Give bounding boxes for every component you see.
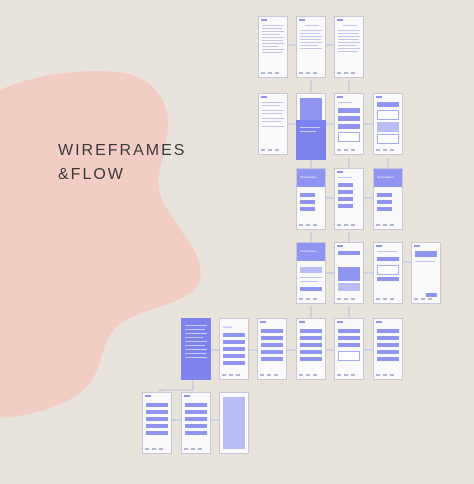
wireframe-screen-splash[interactable]: [296, 120, 326, 160]
board-title: WIREFRAMES &FLOW: [58, 139, 186, 187]
wireframe-screen[interactable]: [373, 318, 403, 380]
wireframe-screen[interactable]: [411, 242, 441, 304]
wireframe-screen[interactable]: Temperature: [296, 168, 326, 230]
wireframe-screen[interactable]: [334, 168, 364, 230]
wireframe-screen[interactable]: [258, 93, 288, 155]
wireframe-screen[interactable]: [142, 392, 172, 454]
wireframe-screen[interactable]: [296, 16, 326, 78]
wireframe-screen[interactable]: Activity: [219, 318, 249, 380]
wireframe-screen[interactable]: [258, 16, 288, 78]
wireframe-screen[interactable]: [257, 318, 287, 380]
wireframe-screen[interactable]: [181, 318, 211, 380]
wireframe-screen[interactable]: [334, 16, 364, 78]
title-line-1: WIREFRAMES: [58, 142, 187, 159]
title-line-2: &FLOW: [58, 166, 125, 183]
screen-heading: Temperature: [300, 249, 317, 253]
wireframe-screen[interactable]: [181, 392, 211, 454]
screen-heading: Temperature: [377, 175, 394, 179]
wireframe-screen[interactable]: [373, 242, 403, 304]
wireframe-screen[interactable]: [219, 392, 249, 454]
wireframe-screen[interactable]: [296, 318, 326, 380]
wireframe-screen[interactable]: Temperature: [296, 242, 326, 304]
wireframe-screen[interactable]: Temperature: [373, 168, 403, 230]
wireframe-screen[interactable]: [334, 242, 364, 304]
screen-heading: Activity: [223, 325, 233, 329]
wireframe-screen[interactable]: [334, 93, 364, 155]
screen-heading: Temperature: [300, 175, 317, 179]
wireframe-screen[interactable]: [334, 318, 364, 380]
wireframe-screen[interactable]: [373, 93, 403, 155]
